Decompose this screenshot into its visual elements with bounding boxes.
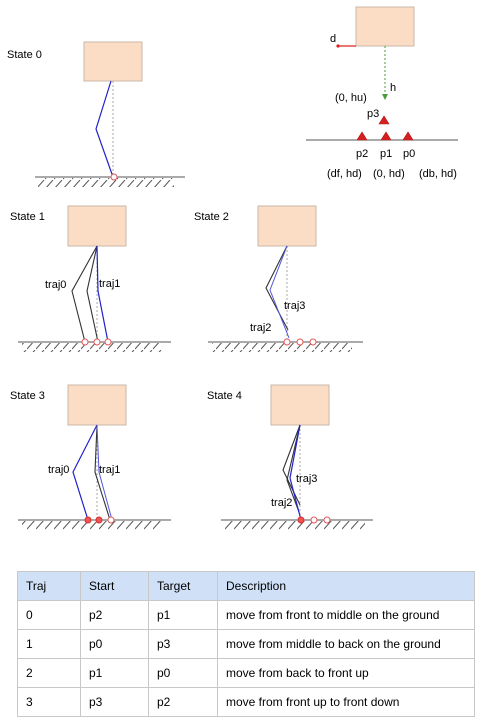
foot-marker [296,338,304,346]
height-arrowhead-icon [382,94,388,100]
table-cell: p1 [80,658,149,688]
coord-hu-label: (0, hu) [335,92,367,104]
column-header-description: Description [217,571,475,601]
traj1-alt-leg [96,424,113,521]
foot-marker [323,516,331,524]
column-header-start: Start [80,571,149,601]
foot-marker [81,338,89,346]
table-cell: 2 [17,658,81,688]
table-row: 1 p0 p3 move from middle to back on the … [17,629,475,659]
p0-triangle-icon [402,131,414,141]
robot-body [270,384,330,426]
state-4-panel: State 4 traj3 traj2 [207,384,373,530]
coord-db-label: (db, hd) [419,168,457,180]
coord-df-label: (df, hd) [327,168,362,180]
robot-body [67,205,127,247]
traj2-leg [265,245,289,331]
table-cell: 0 [17,600,81,630]
table-row: 0 p2 p1 move from front to middle on the… [17,600,475,630]
traj3-label: traj3 [296,473,317,485]
foot-marker [110,173,118,181]
table-cell: move from back to front up [217,658,475,688]
traj3-alt-leg [289,424,302,521]
traj3-label: traj3 [284,300,305,312]
state-2-panel: State 2 traj3 traj2 [194,205,363,352]
leg [95,80,114,178]
table-row: 2 p1 p0 move from back to front up [17,658,475,688]
foot-marker [310,516,318,524]
ground-hatch [22,521,162,530]
traj1-leg [96,245,109,343]
foot-marker [297,516,305,524]
coord-mid-label: (0, hd) [373,168,405,180]
foot-marker [283,338,291,346]
p2-triangle-icon [356,131,368,141]
foot-marker [107,516,115,524]
state-2-label: State 2 [194,211,229,223]
traj2-label: traj2 [250,322,271,334]
robot-body [257,205,317,247]
column-header-traj: Traj [17,571,81,601]
table-cell: p0 [80,629,149,659]
traj3-leg [269,245,290,339]
traj0-label: traj0 [45,279,66,291]
d-offset-marker [336,44,340,48]
traj0-leg [72,424,98,521]
traj2-label: traj2 [271,497,292,509]
table-cell: 1 [17,629,81,659]
p3-label: p3 [367,108,379,120]
table-cell: 3 [17,687,81,717]
d-label: d [330,33,336,45]
table-cell: p2 [80,600,149,630]
foot-marker [104,338,112,346]
traj0-leg [71,245,98,343]
state-1-label: State 1 [10,211,45,223]
table-cell: p3 [80,687,149,717]
robot-body [83,41,143,82]
gait-diagram: State 0 d h (0, hu) p3 p2 p1 p0 (df, hd)… [7,6,458,530]
foot-marker [84,516,92,524]
table-cell: move from middle to back on the ground [217,629,475,659]
traj0-alt-leg [86,245,99,343]
p1-label: p1 [380,148,392,160]
robot-body [355,6,415,47]
state-0-label: State 0 [7,49,42,61]
ground-hatch [22,343,162,352]
coordinate-legend: d h (0, hu) p3 p2 p1 p0 (df, hd) (0, hd)… [306,6,458,180]
state-1-panel: State 1 traj0 traj1 [10,205,171,352]
table-row: 3 p3 p2 move from front up to front down [17,687,475,717]
column-header-target: Target [148,571,218,601]
p3-triangle-icon [378,115,390,125]
foot-marker [93,338,101,346]
traj3-leg [286,424,301,513]
p1-triangle-icon [380,131,392,141]
trajectory-table: Traj Start Target Description 0 p2 p1 mo… [17,571,475,717]
traj1-label: traj1 [99,464,120,476]
traj1-leg [94,424,111,521]
table-cell: p3 [148,629,218,659]
state-4-label: State 4 [207,390,242,402]
ground-hatch [212,343,352,352]
robot-body [67,384,127,426]
traj0-label: traj0 [48,464,69,476]
table-cell: p2 [148,687,218,717]
state-3-panel: State 3 traj0 traj1 [10,384,171,530]
table-cell: move from front to middle on the ground [217,600,475,630]
state-3-label: State 3 [10,390,45,402]
table-cell: p1 [148,600,218,630]
h-label: h [390,82,396,94]
ground-hatch [225,521,365,530]
table-cell: move from front up to front down [217,687,475,717]
table-cell: p0 [148,658,218,688]
ground-hatch [38,178,174,187]
traj1-label: traj1 [99,278,120,290]
table-header-row: Traj Start Target Description [17,571,475,601]
foot-marker [309,338,317,346]
foot-marker [95,516,103,524]
p0-label: p0 [403,148,415,160]
state-0-panel: State 0 [7,41,185,187]
p2-label: p2 [356,148,368,160]
